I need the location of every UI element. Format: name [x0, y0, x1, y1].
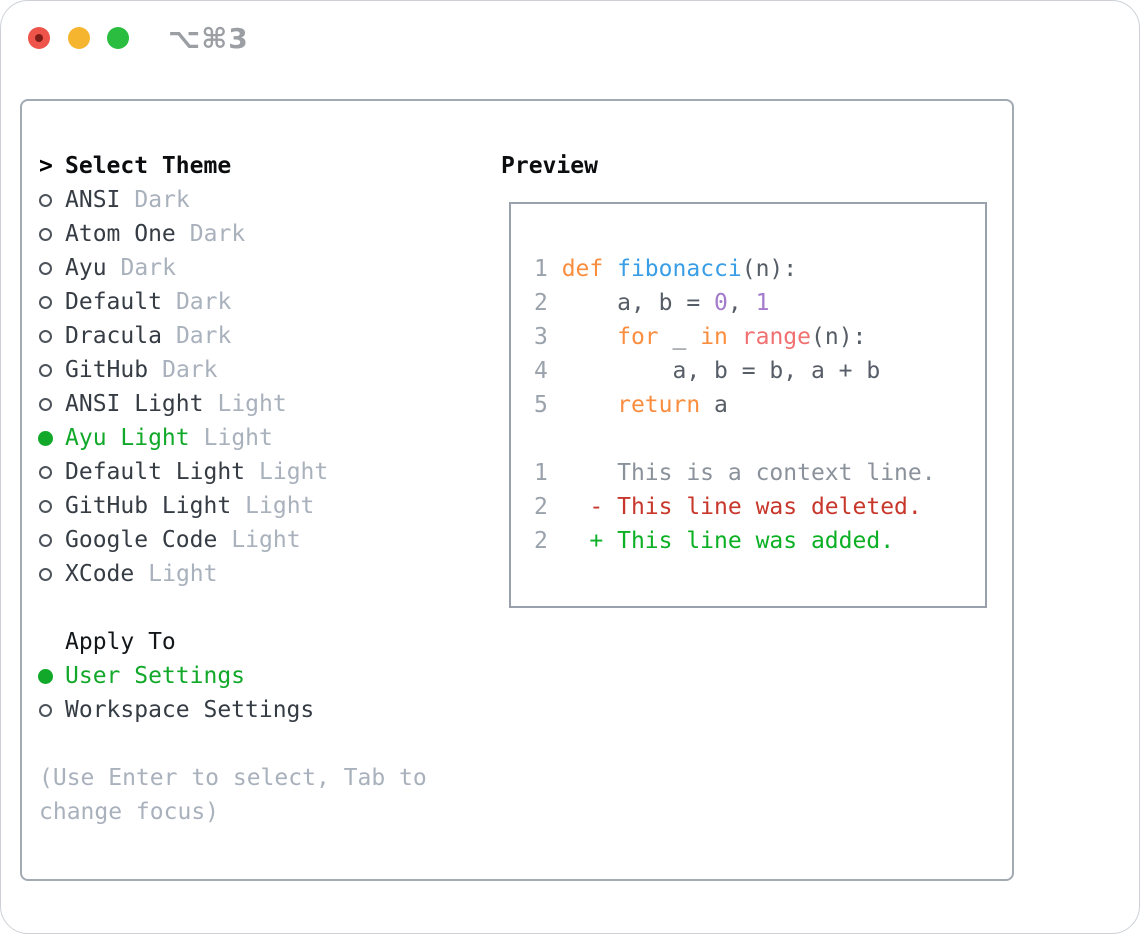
option-label: ANSI Light: [65, 391, 204, 417]
option-label: Workspace Settings: [65, 697, 315, 723]
preview-line-6: [534, 422, 985, 456]
minimize-button[interactable]: [68, 27, 90, 49]
theme-option-default[interactable]: Default Dark: [39, 285, 427, 319]
help-text-line-2: change focus): [39, 799, 220, 825]
preview-line-7: 1 This is a context line.: [534, 460, 936, 486]
variant-label: Dark: [120, 255, 176, 281]
theme-option-ayu-light[interactable]: Ayu Light Light: [38, 421, 427, 455]
option-label: ANSI: [65, 187, 121, 213]
theme-option-ansi[interactable]: ANSI Dark: [39, 183, 427, 217]
variant-label: Dark: [134, 187, 190, 213]
option-label: User Settings: [65, 663, 246, 689]
maximize-button[interactable]: [107, 27, 129, 49]
window-shortcut-label: ⌥⌘3: [168, 22, 249, 55]
line-number: 2: [534, 494, 562, 520]
option-label: Atom One: [65, 221, 176, 247]
select-theme-header: > Select Theme: [39, 149, 427, 183]
variant-label: Light: [259, 459, 329, 485]
line-number: 1: [534, 460, 562, 486]
preview-line-8: 2 - This line was deleted.: [534, 494, 922, 520]
radio-unselected-icon: [39, 567, 52, 581]
preview-line-4: 4 a, b = b, a + b: [534, 358, 881, 384]
variant-label: Light: [245, 493, 315, 519]
theme-option-xcode[interactable]: XCode Light: [39, 557, 427, 591]
line-number: 2: [534, 290, 562, 316]
radio-unselected-icon: [39, 193, 52, 207]
radio-unselected-icon: [39, 533, 52, 547]
radio-unselected-icon: [39, 397, 52, 411]
radio-unselected-icon: [39, 261, 52, 275]
option-label: XCode: [65, 561, 135, 587]
preview-line-3: 3 for _ in range(n):: [534, 324, 867, 350]
cursor-prefix: >: [39, 153, 65, 179]
line-number: 4: [534, 358, 562, 384]
preview-line-9: 2 + This line was added.: [534, 528, 895, 554]
line-number: 1: [534, 256, 562, 282]
radio-unselected-icon: [39, 329, 52, 343]
record-dot-icon: [35, 34, 43, 42]
option-label: Default Light: [65, 459, 246, 485]
radio-unselected-icon: [39, 703, 52, 717]
line-number: 3: [534, 324, 562, 350]
variant-label: Light: [148, 561, 218, 587]
spacer: [39, 591, 427, 625]
radio-selected-icon: [38, 430, 53, 446]
apply-to-header: Apply To: [39, 625, 427, 659]
preview-box: 1 def fibonacci(n): 2 a, b = 0, 1 3 for _ …: [509, 202, 987, 608]
variant-label: Dark: [189, 221, 246, 247]
close-button[interactable]: [28, 27, 50, 49]
variant-label: Dark: [162, 357, 218, 383]
spacer: [39, 727, 427, 761]
preview-line-5: 5 return a: [534, 392, 728, 418]
preview-line-2: 2 a, b = 0, 1: [534, 290, 770, 316]
theme-option-ansi-light[interactable]: ANSI Light Light: [39, 387, 427, 421]
theme-option-github[interactable]: GitHub Dark: [39, 353, 427, 387]
line-number: 2: [534, 528, 562, 554]
radio-unselected-icon: [39, 295, 52, 309]
preview-column: Preview 1 def fibonacci(n): 2 a, b = 0, 1…: [501, 149, 987, 608]
option-label: GitHub: [65, 357, 149, 383]
option-label: GitHub Light: [65, 493, 232, 519]
titlebar: ⌥⌘3: [1, 1, 1139, 81]
variant-label: Dark: [175, 289, 232, 315]
option-label: Ayu Light: [65, 425, 190, 451]
theme-option-github-light[interactable]: GitHub Light Light: [39, 489, 427, 523]
radio-selected-icon: [38, 668, 53, 684]
option-label: Google Code: [65, 527, 218, 553]
apply-to-title: Apply To: [65, 629, 176, 655]
cursor-indicator: >: [39, 153, 53, 179]
radio-unselected-icon: [39, 227, 52, 241]
theme-option-atom-one[interactable]: Atom One Dark: [39, 217, 427, 251]
theme-option-google-code[interactable]: Google Code Light: [39, 523, 427, 557]
variant-label: Light: [217, 391, 287, 417]
variant-label: Dark: [175, 323, 232, 349]
theme-option-default-light[interactable]: Default Light Light: [39, 455, 427, 489]
option-label: Ayu: [65, 255, 107, 281]
theme-option-dracula[interactable]: Dracula Dark: [39, 319, 427, 353]
help-text-line-1: (Use Enter to select, Tab to: [39, 765, 427, 791]
theme-option-ayu[interactable]: Ayu Dark: [39, 251, 427, 285]
preview-title: Preview: [501, 153, 598, 179]
apply-option-workspace-settings[interactable]: Workspace Settings: [39, 693, 427, 727]
variant-label: Light: [231, 527, 301, 553]
apply-option-user-settings[interactable]: User Settings: [38, 659, 427, 693]
preview-line-1: 1 def fibonacci(n):: [534, 256, 798, 282]
radio-unselected-icon: [39, 499, 52, 513]
line-number: 5: [534, 392, 562, 418]
variant-label: Light: [203, 425, 273, 451]
radio-unselected-icon: [39, 363, 52, 377]
option-label: Default: [65, 289, 162, 315]
radio-unselected-icon: [39, 465, 52, 479]
select-theme-title: Select Theme: [65, 153, 232, 179]
code-preview: 1 def fibonacci(n): 2 a, b = 0, 1 3 for _ …: [511, 204, 985, 558]
option-label: Dracula: [65, 323, 162, 349]
